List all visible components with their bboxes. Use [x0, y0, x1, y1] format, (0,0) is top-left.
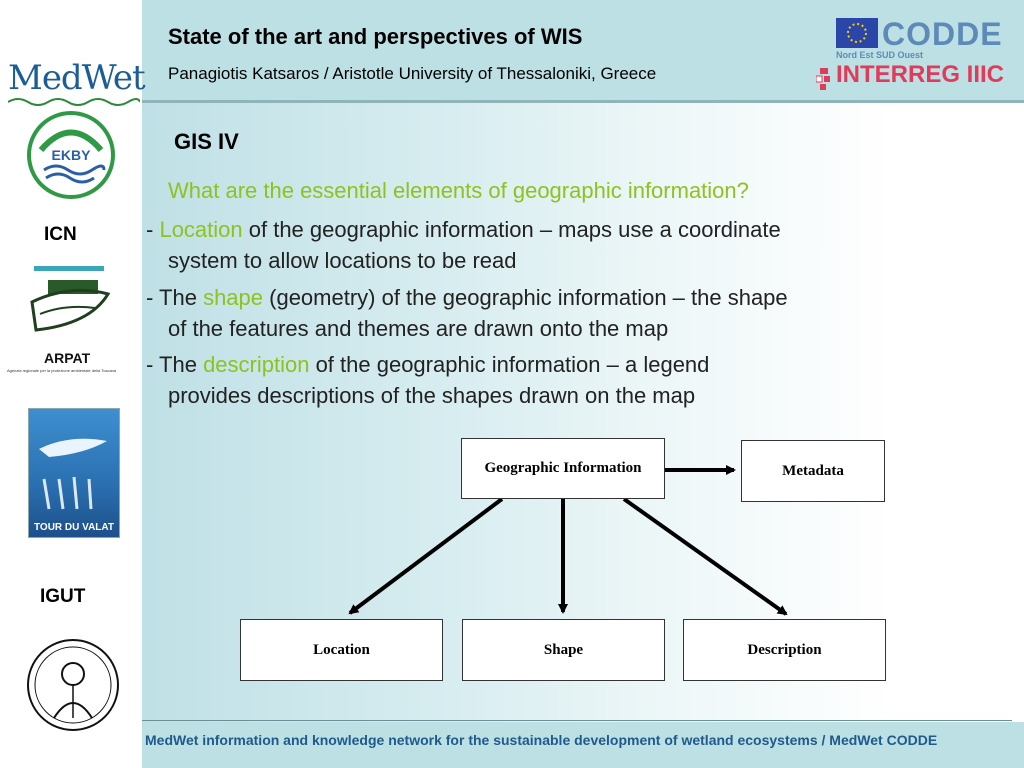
interreg-logo: INTERREG IIIC [836, 61, 1005, 88]
bullet-prefix: - The [146, 352, 204, 377]
arpat-subtitle: Agenzia regionale per la protezione ambi… [7, 368, 117, 373]
bullet-text: of the geographic information – maps use… [242, 217, 781, 242]
node-metadata: Metadata [741, 440, 885, 502]
bullet-highlight: description [203, 352, 310, 377]
igut-seal-icon [27, 639, 119, 731]
bullet-prefix: - The [146, 285, 204, 310]
flamingo-icon [39, 438, 107, 510]
tour-du-valat-text: TOUR DU VALAT [34, 522, 114, 533]
eu-flag-icon [836, 18, 878, 48]
bullet-location: - Location of the geographic information… [146, 214, 1016, 276]
bullet-text-continued: of the features and themes are drawn ont… [168, 316, 669, 341]
medwet-wave-icon [8, 98, 140, 106]
footer-divider [142, 720, 1012, 721]
bullet-text: (geometry) of the geographic information… [263, 285, 788, 310]
footer-text: MedWet information and knowledge network… [145, 732, 938, 748]
icn-label: ICN [44, 224, 77, 245]
bullet-description: - The description of the geographic info… [146, 349, 1016, 411]
header-band [142, 0, 1024, 100]
bullet-text-continued: provides descriptions of the shapes draw… [168, 383, 696, 408]
node-description: Description [683, 619, 886, 681]
arrow-to-location [348, 497, 504, 615]
ekby-logo-text: EKBY [52, 147, 92, 163]
footer-band [142, 722, 1024, 768]
bullet-prefix: - [146, 217, 160, 242]
node-geographic-information: Geographic Information [461, 438, 665, 499]
bullet-text-continued: system to allow locations to be read [168, 248, 517, 273]
codde-logo: CODDE Nord Est SUD Ouest [836, 16, 1006, 60]
arpat-label: ARPAT [44, 350, 91, 366]
bullet-highlight: shape [203, 285, 264, 310]
slide-subtitle: Panagiotis Katsaros / Aristotle Universi… [168, 64, 657, 83]
bullet-text: of the geographic information – a legend [309, 352, 710, 377]
node-location: Location [240, 619, 443, 681]
icn-logo [30, 266, 110, 332]
question-text: What are the essential elements of geogr… [168, 178, 749, 203]
section-title: GIS IV [174, 129, 239, 154]
interreg-mark-icon [816, 68, 830, 90]
bullet-highlight: Location [159, 217, 243, 242]
codde-text: CODDE [882, 16, 1003, 52]
slide-title: State of the art and perspectives of WIS [168, 24, 583, 49]
codde-subtitle: Nord Est SUD Ouest [836, 50, 924, 60]
ekby-logo: EKBY [27, 111, 115, 199]
medwet-logo: MedWet [8, 58, 146, 98]
header-divider [142, 100, 1024, 103]
igut-label: IGUT [40, 586, 86, 607]
node-shape: Shape [462, 619, 665, 681]
arrow-to-description [622, 497, 788, 616]
tour-du-valat-logo: TOUR DU VALAT [28, 408, 120, 538]
bullet-shape: - The shape (geometry) of the geographic… [146, 282, 1016, 344]
